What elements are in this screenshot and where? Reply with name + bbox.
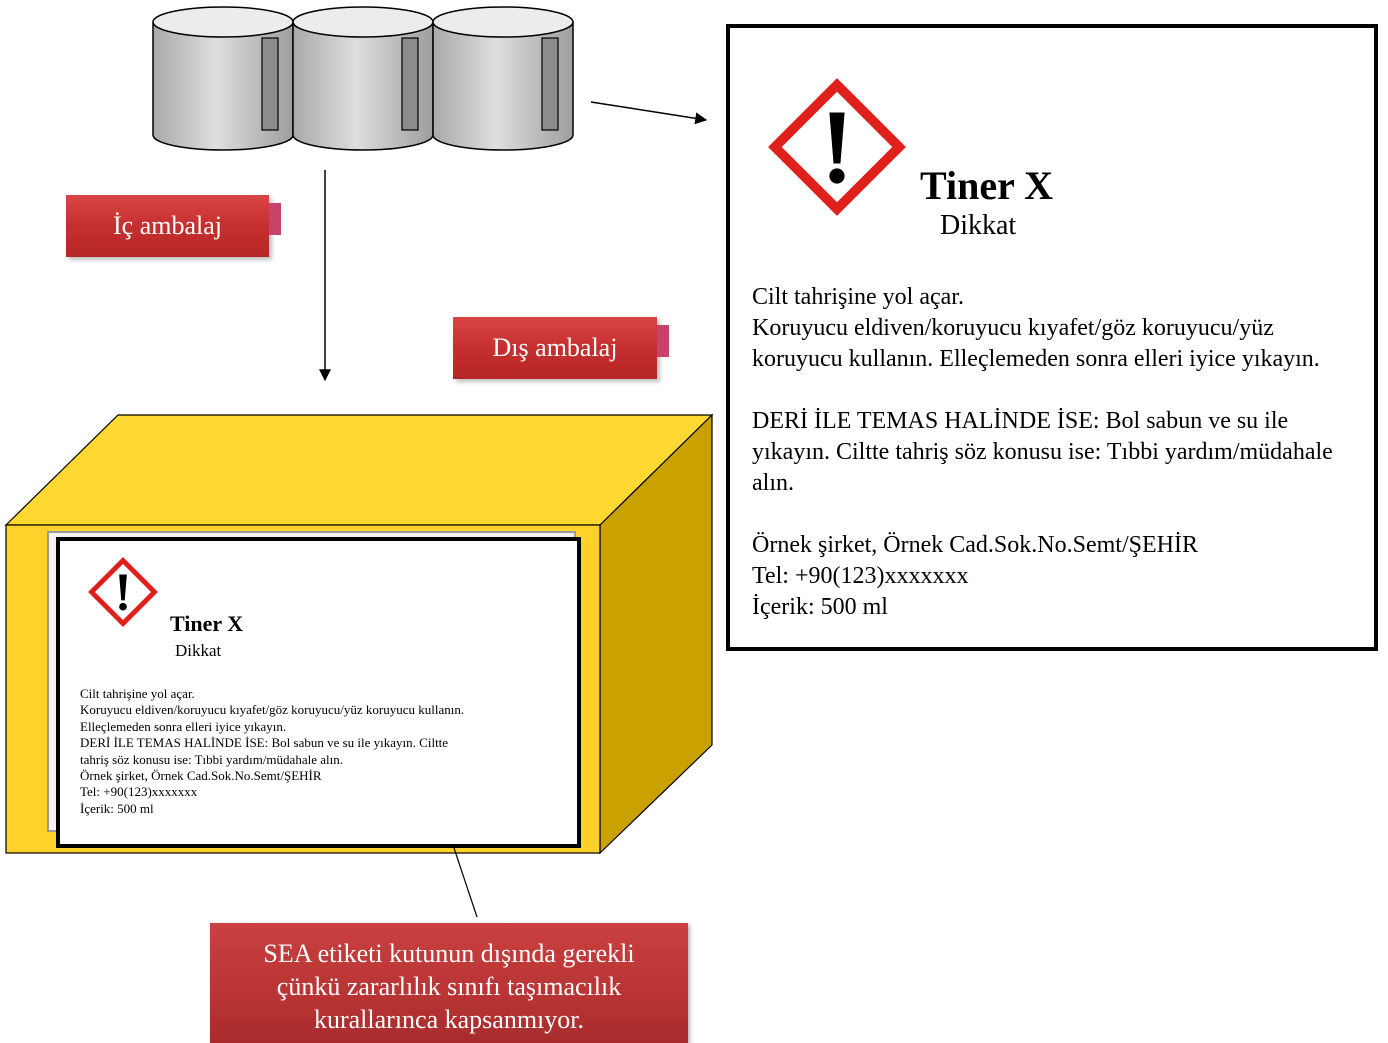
label-line: Koruyucu eldiven/koruyucu kıyafet/göz ko…: [80, 702, 465, 718]
can-2-icon: [292, 6, 434, 151]
small-hazard-label: Tiner X Dikkat Cilt tahrişine yol açar. …: [56, 537, 581, 848]
prevention-statement: Koruyucu eldiven/koruyucu kıyafet/göz ko…: [752, 315, 1320, 372]
label-line: Örnek şirket, Örnek Cad.Sok.No.Semt/ŞEHİ…: [80, 768, 322, 784]
supplier-info: Örnek şirket, Örnek Cad.Sok.No.Semt/ŞEHİ…: [752, 532, 1198, 558]
response-statement: DERİ İLE TEMAS HALİNDE İSE: Bol sabun ve…: [752, 408, 1333, 496]
label-body: Cilt tahrişine yol açar. Koruyucu eldive…: [752, 282, 1362, 623]
exclamation-mark-diamond-icon: [88, 557, 158, 627]
label-line: DERİ İLE TEMAS HALİNDE İSE: Bol sabun ve…: [80, 735, 449, 751]
label-body: Cilt tahrişine yol açar. Koruyucu eldive…: [80, 686, 570, 817]
big-hazard-label: Tiner X Dikkat Cilt tahrişine yol açar. …: [726, 24, 1378, 651]
supplier-phone: Tel: +90(123)xxxxxxx: [752, 563, 969, 589]
product-name: Tiner X: [920, 163, 1053, 208]
contents-info: İçerik: 500 ml: [752, 594, 888, 620]
label-line: İçerik: 500 ml: [80, 800, 154, 816]
can-1-icon: [152, 6, 294, 151]
tag-tab: [269, 203, 281, 235]
tag-tab: [657, 325, 669, 357]
requirement-note: SEA etiketi kutunun dışında gerekli çünk…: [210, 923, 688, 1043]
arrow-to-label: [590, 101, 708, 125]
label-line: Tel: +90(123)xxxxxxx: [80, 784, 198, 800]
outer-packaging-tag: Dış ambalaj: [453, 317, 669, 379]
label-line: tahriş söz konusu ise: Tıbbi yardım/müda…: [80, 751, 343, 767]
product-name: Tiner X: [170, 611, 244, 636]
exclamation-mark-diamond-icon: [768, 78, 906, 216]
note-line: çünkü zararlılık sınıfı taşımacılık: [276, 972, 622, 1001]
label-line: Elleçlemeden sonra elleri iyice yıkayın.: [80, 718, 287, 734]
hazard-statement: Cilt tahrişine yol açar.: [752, 284, 964, 310]
can-3-icon: [432, 6, 574, 151]
inner-packaging-text: İç ambalaj: [113, 211, 222, 240]
label-line: Cilt tahrişine yol açar.: [80, 686, 195, 701]
note-line: kurallarınca kapsanmıyor.: [313, 1005, 585, 1034]
signal-word: Dikkat: [175, 641, 222, 660]
callout-line: [453, 847, 478, 918]
outer-packaging-text: Dış ambalaj: [492, 333, 618, 362]
inner-packaging-tag: İç ambalaj: [66, 195, 281, 257]
signal-word: Dikkat: [940, 210, 1017, 241]
box-top-face: [4, 414, 714, 526]
note-line: SEA etiketi kutunun dışında gerekli: [263, 939, 635, 968]
